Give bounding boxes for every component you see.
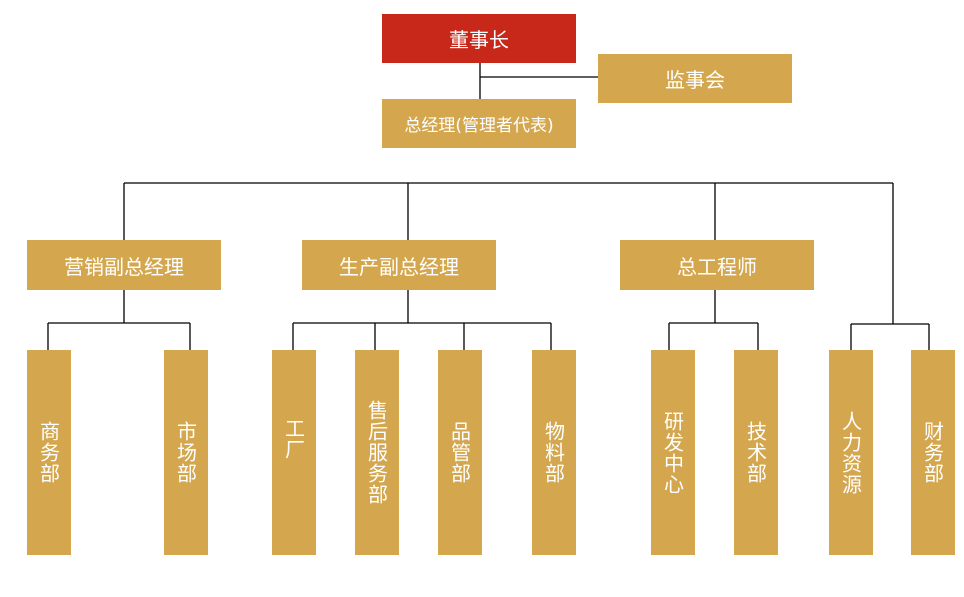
department-box: 技术部 — [734, 350, 778, 555]
department-box: 研发中心 — [651, 350, 695, 555]
department-box: 人力资源 — [829, 350, 873, 555]
department-label: 市场部 — [173, 421, 198, 484]
supervisors-label: 监事会 — [665, 68, 725, 92]
chairman-label: 董事长 — [449, 28, 509, 52]
general-manager-label: 总经理(管理者代表) — [404, 116, 554, 136]
production-vp-box: 生产副总经理 — [302, 240, 496, 290]
department-label: 技术部 — [743, 421, 768, 484]
chief-engineer-box: 总工程师 — [620, 240, 814, 290]
production-vp-label: 生产副总经理 — [339, 254, 459, 279]
department-box: 市场部 — [164, 350, 208, 555]
department-label: 售后服务部 — [364, 400, 389, 505]
department-label: 财务部 — [920, 421, 945, 484]
department-label: 物料部 — [541, 421, 566, 484]
chief-engineer-label: 总工程师 — [677, 254, 757, 279]
department-label: 品管部 — [447, 421, 472, 484]
general-manager-box: 总经理(管理者代表) — [382, 99, 576, 148]
department-box: 商务部 — [27, 350, 71, 555]
department-box: 物料部 — [532, 350, 576, 555]
department-label: 研发中心 — [660, 410, 685, 495]
department-label: 商务部 — [36, 421, 61, 484]
department-box: 品管部 — [438, 350, 482, 555]
department-box: 工厂 — [272, 350, 316, 555]
marketing-vp-box: 营销副总经理 — [27, 240, 221, 290]
department-label: 工厂 — [281, 418, 306, 460]
chairman-box: 董事长 — [382, 14, 576, 63]
supervisors-box: 监事会 — [598, 54, 792, 103]
department-label: 人力资源 — [838, 410, 863, 495]
department-box: 售后服务部 — [355, 350, 399, 555]
department-box: 财务部 — [911, 350, 955, 555]
marketing-vp-label: 营销副总经理 — [64, 254, 184, 279]
